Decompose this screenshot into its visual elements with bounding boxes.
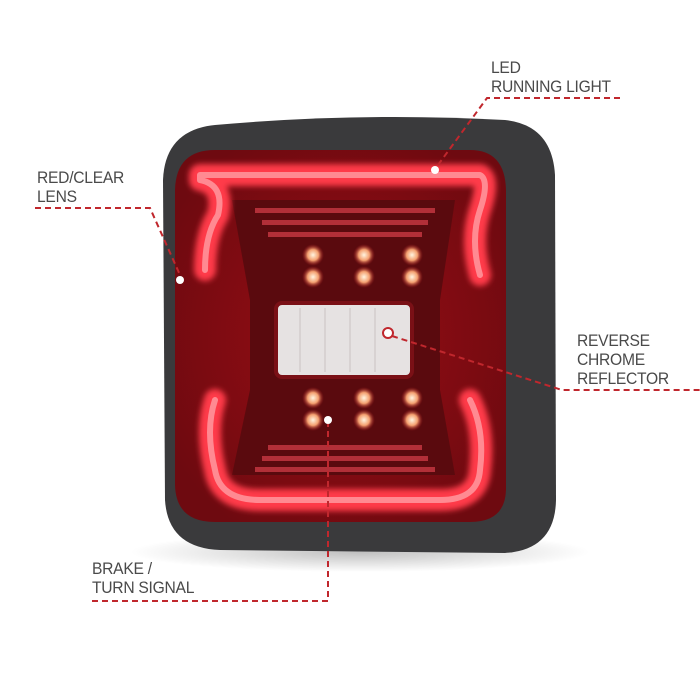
led-bulb: [401, 266, 423, 288]
label-line: LED: [491, 58, 521, 77]
label-line: BRAKE /: [92, 559, 152, 578]
reverse-light: [274, 301, 414, 379]
callout-line-lens: [35, 207, 181, 276]
led-bulb: [353, 387, 375, 409]
led-bulb: [302, 409, 324, 431]
callout-dots: [176, 166, 439, 424]
label-line: REVERSE: [577, 331, 650, 350]
label-line: TURN SIGNAL: [92, 578, 195, 597]
label-line: RED/CLEAR: [37, 168, 125, 187]
label-line: REFLECTOR: [577, 369, 669, 388]
dot-lens: [176, 276, 184, 284]
callout-lines: [35, 97, 700, 602]
label-line: CHROME: [577, 350, 645, 369]
dot-brake: [324, 416, 332, 424]
led-bulb: [353, 244, 375, 266]
reflector-bands: [255, 208, 435, 472]
callout-line-brake: [92, 424, 329, 602]
led-bulb: [302, 244, 324, 266]
led-bulb: [401, 244, 423, 266]
label-running-light: LED RUNNING LIGHT: [491, 58, 611, 96]
reverse-optic-lines: [299, 308, 376, 372]
callout-line-reverse: [391, 335, 700, 391]
dot-reverse: [382, 327, 394, 339]
led-bulb: [401, 409, 423, 431]
led-light-bar: [189, 164, 496, 511]
led-bulb: [353, 266, 375, 288]
callout-line-running-light: [437, 97, 620, 166]
label-lens: RED/CLEAR LENS: [37, 168, 124, 206]
label-brake: BRAKE / TURN SIGNAL: [92, 559, 194, 597]
led-bulb: [353, 409, 375, 431]
label-line: LENS: [37, 187, 77, 206]
led-bulb: [401, 387, 423, 409]
led-bulb: [302, 266, 324, 288]
led-group: [302, 244, 423, 431]
label-reverse: REVERSE CHROME REFLECTOR: [577, 331, 669, 388]
led-bulb: [302, 387, 324, 409]
label-line: RUNNING LIGHT: [491, 77, 611, 96]
dot-running-light: [431, 166, 439, 174]
